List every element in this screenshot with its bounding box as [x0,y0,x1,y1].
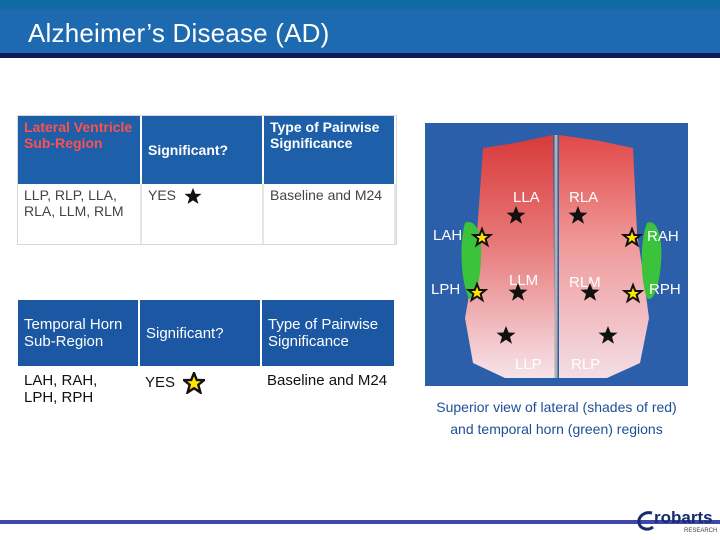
outlined-star-icon-lph [465,281,489,303]
robarts-logo: robarts RESEARCH [636,506,718,536]
footer-line [0,520,720,524]
outlined-star-icon-rph [621,282,645,304]
outlined-star-icon [183,372,206,394]
logo-mark-icon [637,511,654,531]
star-icon-llp [496,326,516,344]
brain-image: LLA RLA LAH RAH LLM RLM LPH RPH LLP RLP [425,123,688,386]
temporal-col-type-header: Type of Pairwise Significance [261,300,396,366]
outlined-star-icon-lah [470,226,494,248]
figure-caption: Superior view of lateral (shades of red)… [436,399,677,437]
lateral-ventricle-table: Lateral Ventricle Sub-Region Significant… [18,116,396,244]
star-icon-lla [506,206,526,224]
lateral-row-significant: YES [148,187,177,203]
star-icon-rlp [598,326,618,344]
label-rlm: RLM [569,274,601,291]
label-rla: RLA [569,189,599,206]
temporal-table-row: LAH, RAH, LPH, RPH YES Baseline and M24 [18,366,395,408]
slide-title: Alzheimer’s Disease (AD) [28,18,330,48]
label-lla: LLA [513,189,540,206]
temporal-table-header: Temporal Horn Sub-Region Significant? Ty… [18,300,396,366]
label-rph: RPH [649,281,681,298]
temporal-col-region-header: Temporal Horn Sub-Region [18,300,140,366]
temporal-col-significant-header: Significant? [139,300,262,366]
star-icon [184,188,202,205]
star-icon-rlm [580,283,600,301]
lateral-col-type-header: Type of Pairwise Significance [263,116,396,184]
outlined-star-icon-rah [620,226,644,248]
label-llp: LLP [515,356,542,373]
logo-text: robarts [654,508,713,527]
lateral-table-row: LLP, RLP, LLA, RLA, LLM, RLM YES Baselin… [18,184,396,244]
label-rah: RAH [647,228,679,245]
star-icon-rla [568,206,588,224]
star-icon-llm [508,283,528,301]
brain-star-markers [465,206,645,344]
label-lph: LPH [431,281,461,298]
label-rlp: RLP [571,356,601,373]
lateral-row-significant-cell: YES [141,184,264,244]
temporal-row-regions: LAH, RAH, LPH, RPH [18,366,139,408]
lateral-table-header: Lateral Ventricle Sub-Region Significant… [18,116,396,184]
temporal-row-significant-cell: YES [139,366,261,408]
lateral-col-region-header: Lateral Ventricle Sub-Region [18,116,142,184]
label-llm: LLM [509,272,539,289]
ventricle-render [461,135,662,378]
temporal-row-significant: YES [145,373,176,391]
top-band [0,0,720,10]
lateral-row-regions: LLP, RLP, LLA, RLA, LLM, RLM [18,184,142,244]
title-bar: Alzheimer’s Disease (AD) [0,10,720,58]
lateral-col-significant-header: Significant? [141,116,264,184]
label-lah: LAH [433,227,463,244]
logo-subtext: RESEARCH [684,528,718,534]
temporal-row-significance: Baseline and M24 [261,366,395,408]
lateral-row-significance: Baseline and M24 [263,184,396,244]
temporal-horn-table: Temporal Horn Sub-Region Significant? Ty… [18,300,396,408]
